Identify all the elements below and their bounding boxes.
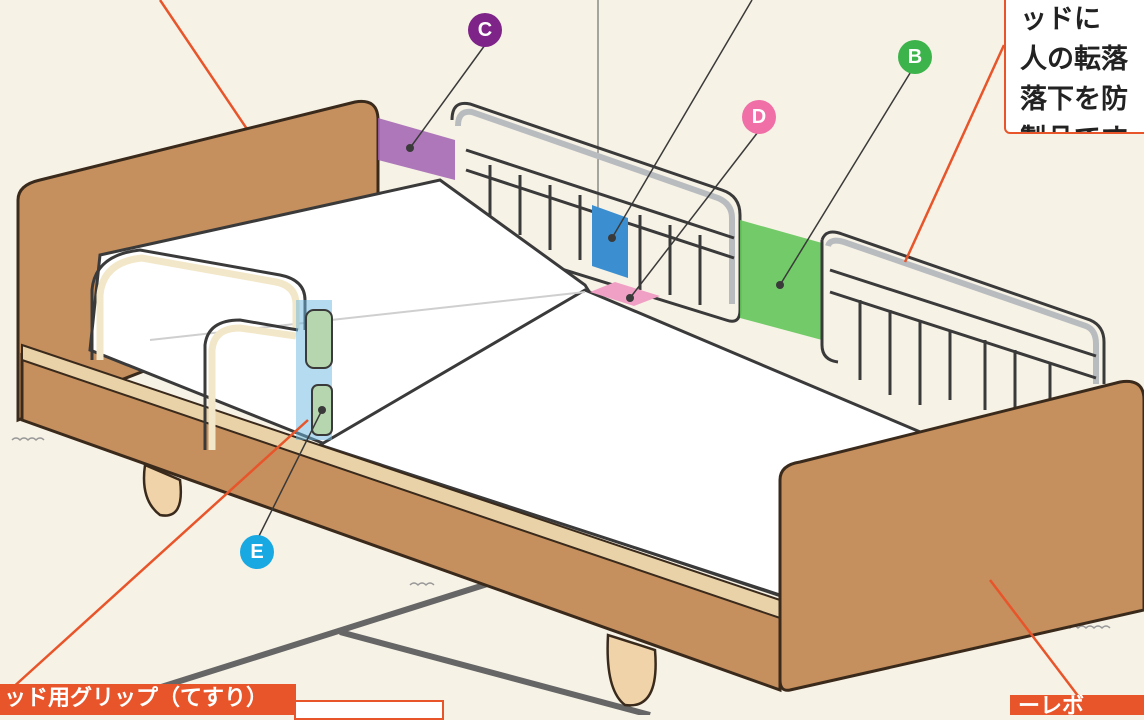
- point-b: [776, 281, 784, 289]
- badge-b: B: [898, 40, 932, 74]
- note-line-3: 落下を防: [1020, 80, 1144, 120]
- grip-label-box: [294, 700, 444, 720]
- badge-c: C: [468, 13, 502, 47]
- note-box: ッドに 人の転落 落下を防 製品です: [1004, 0, 1144, 134]
- note-line-4: 製品です: [1020, 120, 1144, 134]
- note-line-2: 人の転落: [1020, 40, 1144, 80]
- grip-clamp: [306, 310, 332, 368]
- grip-label: ッド用グリップ（てすり）: [0, 684, 296, 715]
- point-e: [318, 406, 326, 414]
- point-d: [626, 294, 634, 302]
- point-c: [406, 144, 414, 152]
- zone-c: [378, 118, 455, 180]
- zone-blue: [592, 205, 628, 278]
- side-rail-2: [822, 232, 1104, 410]
- note-line-1: ッドに: [1020, 0, 1144, 40]
- point-blue: [608, 234, 616, 242]
- badge-d: D: [742, 100, 776, 134]
- footboard-label: ーレボ: [1010, 695, 1144, 715]
- badge-e: E: [240, 535, 274, 569]
